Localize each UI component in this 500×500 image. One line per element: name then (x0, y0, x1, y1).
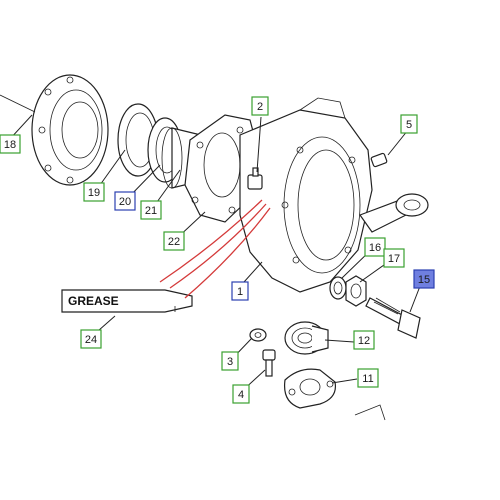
grease-application-lines (159, 199, 271, 299)
grease-label: GREASE (68, 294, 119, 308)
callout-box (163, 231, 185, 251)
callout-number: 15 (418, 274, 430, 286)
callout-box (383, 248, 405, 268)
callout-number: 21 (145, 205, 157, 217)
callout-number: 2 (257, 101, 263, 113)
washer-part (329, 276, 347, 300)
callout-box (0, 134, 21, 154)
callout-11: 11 (357, 368, 379, 388)
nut-part (345, 275, 367, 307)
callout-box (80, 329, 102, 349)
callout-number: 1 (237, 286, 243, 298)
callout-4: 4 (232, 384, 250, 404)
callout-5: 5 (400, 114, 418, 134)
callout-24: 24 (80, 329, 102, 349)
callout-number: 16 (369, 242, 381, 254)
callout-number: 4 (238, 389, 244, 401)
grease-tube: GREASE (61, 289, 193, 313)
callout-box (83, 182, 105, 202)
callout-20: 20 (114, 191, 136, 211)
partial-component (354, 404, 386, 421)
callout-1: 1 (231, 281, 249, 301)
callout-15: 15 (413, 269, 435, 289)
flange-gasket-part (283, 368, 337, 409)
callout-box (232, 384, 250, 404)
callout-box (231, 281, 249, 301)
callout-box (251, 96, 269, 116)
callout-2: 2 (251, 96, 269, 116)
callout-21: 21 (140, 200, 162, 220)
callout-17: 17 (383, 248, 405, 268)
callout-22: 22 (163, 231, 185, 251)
grease-line-1 (159, 199, 263, 283)
grease-nipple-part (247, 167, 263, 190)
bolt-part (365, 297, 421, 339)
callout-18: 18 (0, 134, 21, 154)
callout-box (140, 200, 162, 220)
callout-number: 11 (362, 373, 373, 385)
callout-number: 18 (4, 139, 16, 151)
callout-box (114, 191, 136, 211)
small-washer-part (249, 328, 267, 342)
callout-number: 20 (119, 196, 131, 208)
main-housing-part (239, 97, 429, 293)
callout-box (413, 269, 435, 289)
callout-number: 22 (168, 236, 180, 248)
callout-number: 24 (85, 334, 97, 346)
callout-19: 19 (83, 182, 105, 202)
callout-number: 5 (406, 119, 412, 131)
callout-box (357, 368, 379, 388)
grease-line-2 (169, 203, 267, 289)
callout-number: 17 (388, 253, 400, 265)
roller-bearing-part (284, 321, 329, 355)
stud-part (262, 349, 276, 377)
callout-number: 3 (227, 356, 233, 368)
plug-part (370, 152, 388, 168)
callout-labels: 2 5 18 19 20 21 22 1 16 17 15 24 12 3 4 11 (0, 96, 435, 404)
callout-box (353, 330, 375, 350)
grease-line-3 (184, 207, 271, 299)
callout-number: 19 (88, 187, 100, 199)
callout-number: 12 (358, 335, 370, 347)
callout-box (364, 237, 386, 257)
callout-box (400, 114, 418, 134)
callout-16: 16 (364, 237, 386, 257)
callout-3: 3 (221, 351, 239, 371)
callout-box (221, 351, 239, 371)
callout-12: 12 (353, 330, 375, 350)
flange-disc-part (0, 74, 109, 186)
